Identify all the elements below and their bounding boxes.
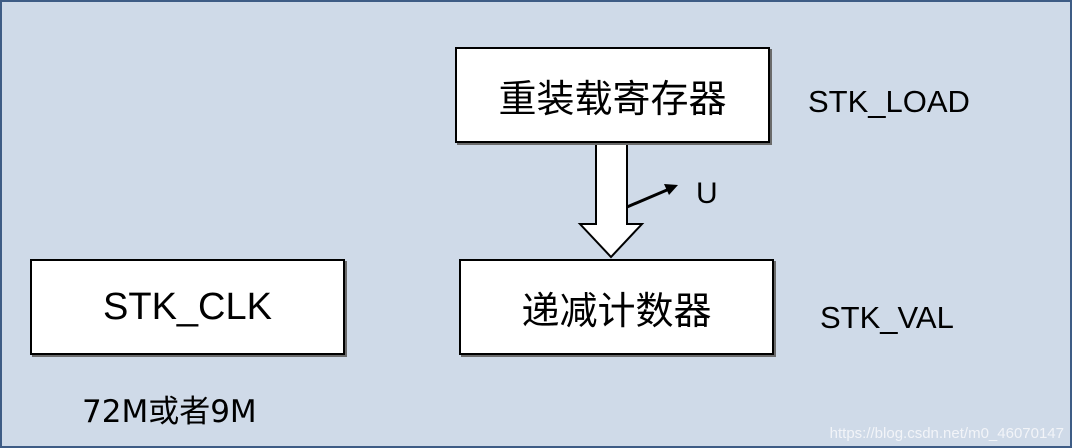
reload-register-label: 重装载寄存器	[498, 76, 727, 121]
watermark: https://blog.csdn.net/m0_46070147	[829, 425, 1064, 442]
clock-source-label: STK_CLK	[103, 285, 272, 328]
stk-val-label: STK_VAL	[820, 300, 954, 335]
reload-down-arrow	[577, 142, 645, 259]
down-counter-label: 递减计数器	[521, 288, 712, 333]
down-counter-box: 递减计数器	[459, 259, 774, 355]
u-arrow-line	[626, 185, 675, 209]
u-arrow-head	[664, 184, 678, 195]
reload-register-box: 重装载寄存器	[455, 47, 770, 143]
stk-load-label: STK_LOAD	[808, 84, 970, 119]
clock-source-box: STK_CLK	[30, 259, 345, 355]
u-label: U	[696, 177, 718, 210]
frequency-label: 72M或者9M	[82, 394, 257, 430]
